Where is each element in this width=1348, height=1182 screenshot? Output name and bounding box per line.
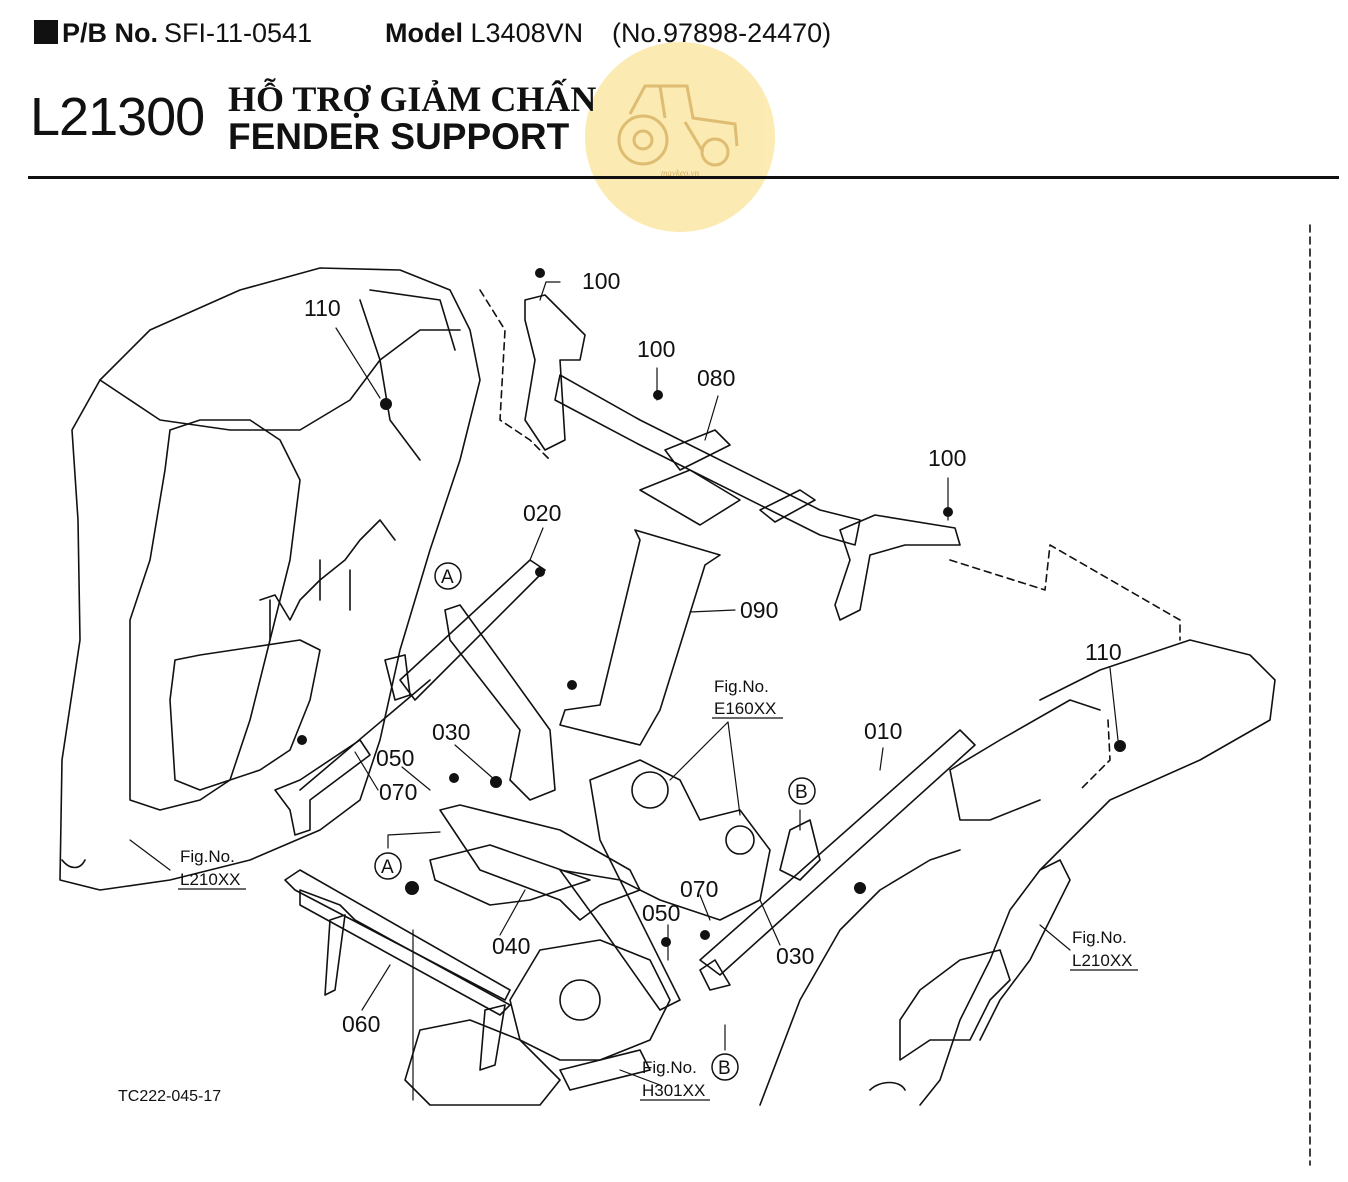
tractor-icon [617, 84, 739, 167]
header-divider [28, 176, 1339, 179]
ref-circle-a [374, 852, 402, 880]
drawing-code: TC222-045-17 [118, 1088, 221, 1105]
ref-b-label: B [795, 782, 808, 803]
model-label: Model [385, 18, 463, 48]
fig-ref-label: Fig.No. [714, 677, 769, 696]
ref-a-label: A [381, 857, 394, 878]
left-fender [59, 267, 481, 891]
part-label-080: 080 [697, 365, 735, 391]
guide-lines [479, 224, 1311, 1166]
watermark-text: maykeo.vn [660, 168, 700, 178]
part-label-070: 070 [379, 779, 417, 805]
pb-number: P/B No.SFI-11-0541 [34, 18, 312, 49]
ref-circle-b [711, 1053, 739, 1081]
title-english: FENDER SUPPORT [228, 116, 570, 157]
pb-label: P/B No. [62, 18, 159, 48]
part-label-010: 010 [864, 718, 902, 744]
part-label-100: 100 [928, 445, 966, 471]
square-bullet-icon [34, 20, 58, 44]
part-label-110: 110 [1085, 639, 1122, 665]
fig-ref-label: Fig.No. [180, 847, 235, 866]
part-label-110: 110 [304, 295, 341, 321]
arm-020 [274, 559, 556, 836]
ref-circles [374, 562, 816, 1081]
serial-number: (No.97898-24470) [612, 18, 832, 48]
crossbar-080 [524, 294, 961, 621]
part-label-100: 100 [582, 268, 620, 294]
center-gearbox [404, 759, 771, 1106]
section-code: L21300 [30, 87, 205, 147]
fig-ref-label: Fig.No. [1072, 928, 1127, 947]
frame-040 [429, 804, 681, 1011]
pb-value: SFI-11-0541 [164, 18, 313, 48]
watermark-logo: maykeo.vn [585, 42, 775, 232]
part-label-030: 030 [776, 943, 814, 969]
part-label-020: 020 [523, 500, 561, 526]
part-label-050: 050 [376, 745, 414, 771]
title-vietnamese: HỖ TRỢ GIẢM CHẤN [228, 79, 597, 119]
fig-ref-l210-right: L210XX [1072, 951, 1133, 970]
model-value: L3408VN [470, 18, 584, 48]
fasteners [297, 268, 1126, 947]
fig-ref-label: Fig.No. [642, 1058, 697, 1077]
part-label-090: 090 [740, 597, 778, 623]
ref-circle-a [434, 562, 462, 590]
right-fender [759, 639, 1276, 1106]
model: Model L3408VN [385, 18, 583, 49]
part-label-100: 100 [637, 336, 675, 362]
part-label-070: 070 [680, 876, 718, 902]
part-label-040: 040 [492, 933, 530, 959]
arm-010 [699, 729, 976, 991]
fig-ref-e160: E160XX [714, 699, 776, 718]
ref-b-label: B [718, 1058, 731, 1079]
ref-circle-b [788, 777, 816, 805]
leader-lines [129, 281, 1119, 1101]
ref-a-label: A [441, 567, 454, 588]
fig-ref-l210-left: L210XX [180, 870, 241, 889]
part-label-030: 030 [432, 719, 470, 745]
bracket-090 [559, 529, 721, 746]
part-label-050: 050 [642, 900, 680, 926]
fig-ref-h301: H301XX [642, 1081, 705, 1100]
bar-060 [284, 869, 511, 1071]
part-label-060: 060 [342, 1011, 380, 1037]
